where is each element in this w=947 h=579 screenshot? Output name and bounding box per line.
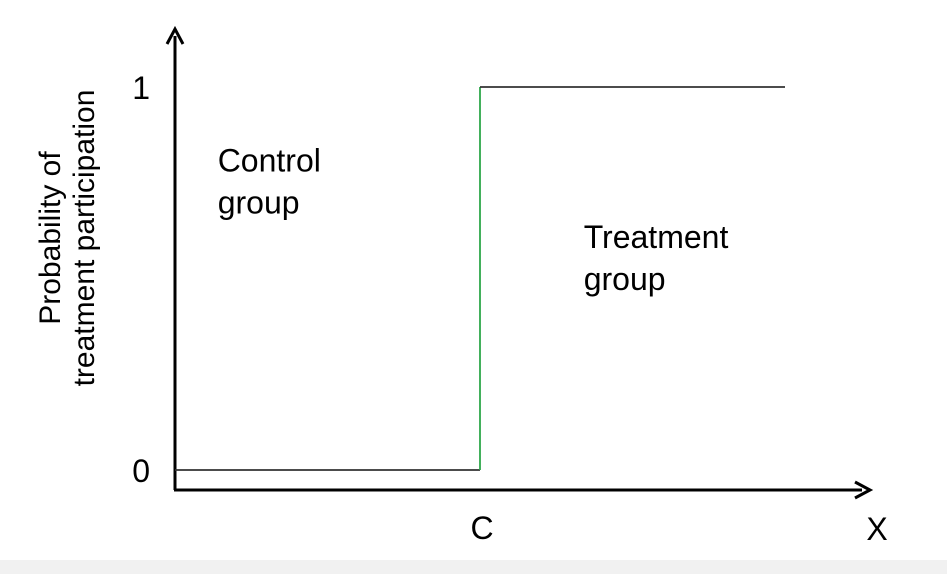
control-group-label-line: group bbox=[218, 184, 300, 220]
y-axis-label-line: treatment participation bbox=[68, 90, 101, 387]
x-axis-arrowhead bbox=[854, 480, 874, 500]
bottom-strip bbox=[0, 560, 947, 574]
y-axis-arrowhead bbox=[165, 25, 185, 45]
axes bbox=[165, 25, 874, 500]
control-group-label: Control group bbox=[218, 142, 321, 220]
y-axis-label-line: Probability of bbox=[34, 151, 67, 325]
control-group-label-line: Control bbox=[218, 142, 321, 178]
treatment-group-label-line: Treatment bbox=[584, 219, 729, 255]
y-axis-label: Probability oftreatment participation bbox=[34, 90, 101, 387]
x-tick-label: C bbox=[470, 510, 493, 546]
treatment-group-label-line: group bbox=[584, 261, 666, 297]
y-tick-label: 1 bbox=[132, 70, 150, 106]
treatment-group-label: Treatment group bbox=[584, 219, 729, 297]
step-series bbox=[175, 86, 785, 471]
x-axis-label: X bbox=[866, 511, 887, 547]
labels: 0 1C X Probability oftreatment participatio… bbox=[34, 70, 888, 547]
y-tick-label: 0 bbox=[132, 453, 150, 489]
